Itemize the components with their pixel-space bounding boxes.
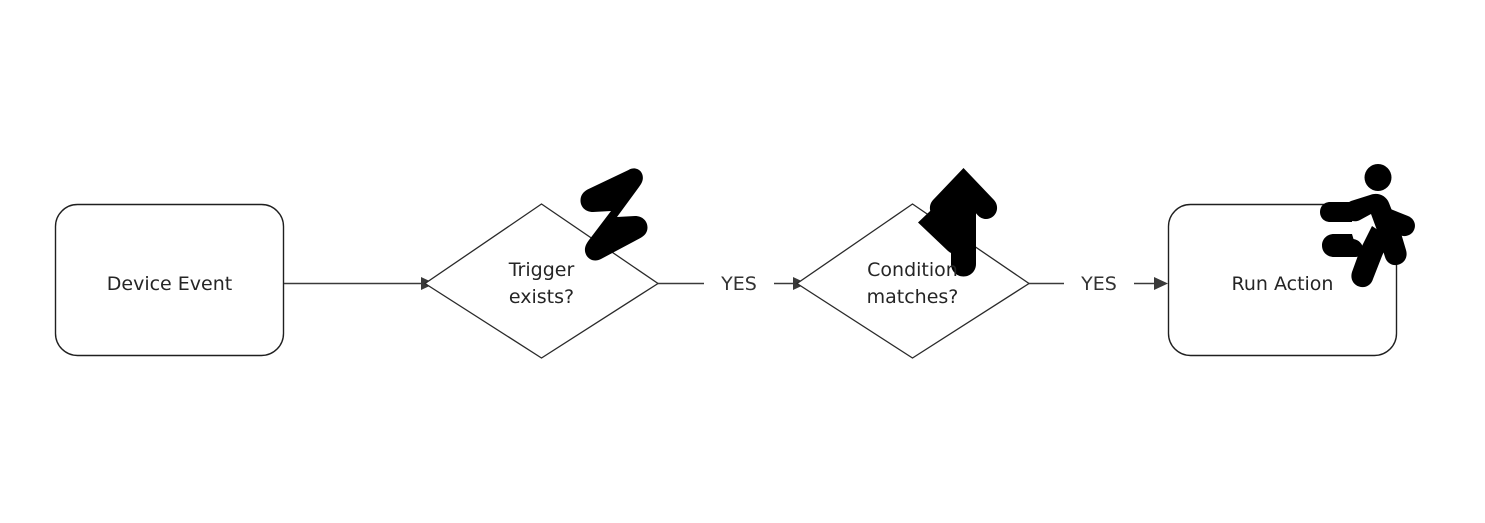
node-condition-matches-shape[interactable] [795, 203, 1031, 359]
edge-condition-to-action-arrowhead [1154, 277, 1168, 290]
running-person-icon [1320, 164, 1415, 288]
lightning-bolt-icon [580, 168, 648, 261]
node-trigger-exists-shape[interactable] [423, 203, 660, 359]
edge-condition-to-action-label: YES [1064, 273, 1134, 295]
edge-trigger-to-condition-label: YES [704, 273, 774, 295]
node-device-event-shape[interactable] [54, 203, 285, 357]
fork-arrow-icon [918, 168, 998, 277]
